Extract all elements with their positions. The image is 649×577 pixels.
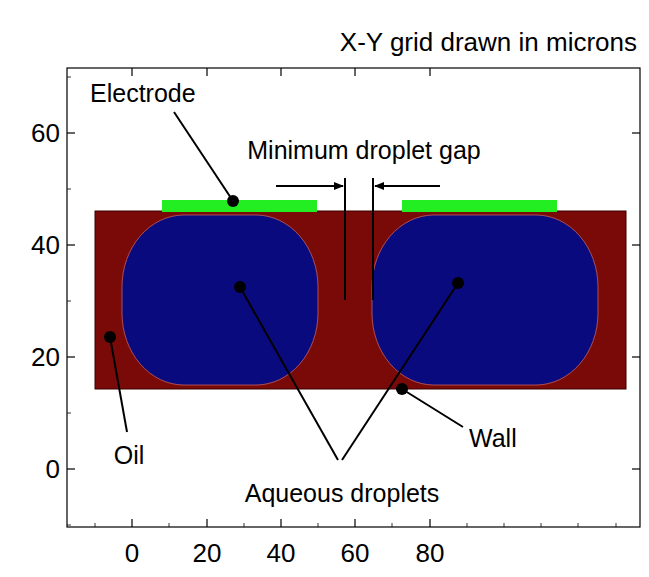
axis-tick-label: 40 <box>31 232 60 258</box>
figure-title: X-Y grid drawn in microns <box>340 29 637 55</box>
axis-tick-label: 20 <box>31 344 60 370</box>
leader-lines <box>110 112 463 460</box>
aqueous-droplet <box>122 215 318 385</box>
axis-tick-label: 40 <box>267 540 296 566</box>
part-label: Minimum droplet gap <box>245 138 482 163</box>
gap-indicator <box>276 178 440 300</box>
axis-tick-label: 60 <box>341 540 370 566</box>
part-label: Oil <box>112 443 147 468</box>
electrode <box>402 200 557 212</box>
part-label: Wall <box>467 426 519 451</box>
oil-channel <box>95 211 626 389</box>
axis-tick-label: 80 <box>416 540 445 566</box>
part-label: Electrode <box>88 81 198 106</box>
plot-frame <box>67 68 640 527</box>
axis-tick-label: 0 <box>46 456 60 482</box>
axis-tick-label: 20 <box>193 540 222 566</box>
axis-ticks <box>67 68 640 527</box>
part-label: Aqueous droplets <box>243 481 442 506</box>
axis-tick-label: 0 <box>125 540 139 566</box>
electrode <box>162 200 317 212</box>
aqueous-droplet <box>372 215 598 385</box>
axis-tick-label: 60 <box>31 120 60 146</box>
leader-dots <box>104 195 464 395</box>
